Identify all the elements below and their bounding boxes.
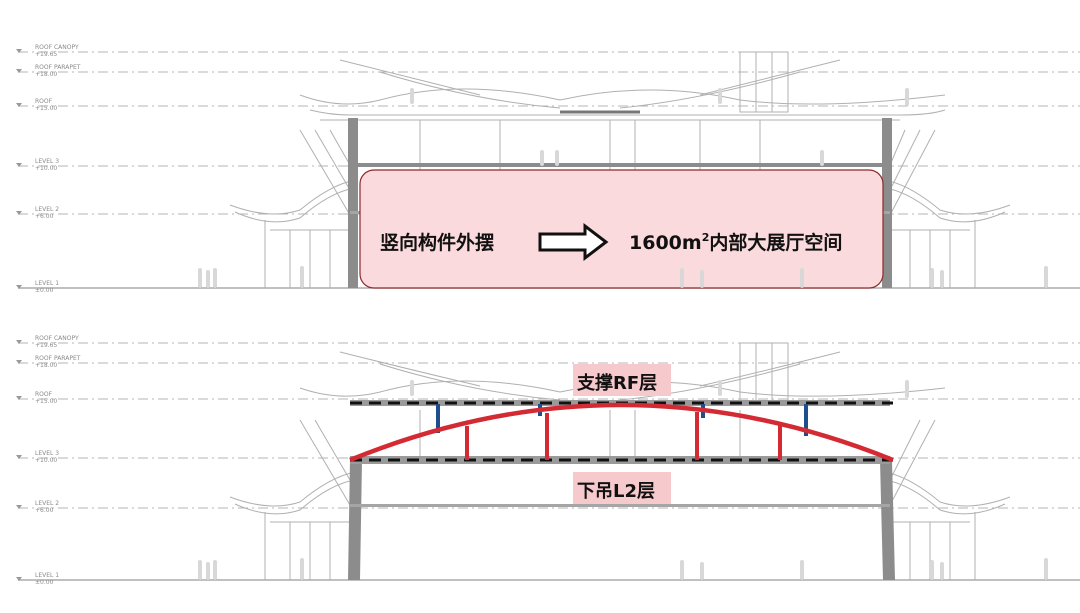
- level-elev-level1: ±0.00: [35, 287, 54, 294]
- top-people: [198, 88, 1048, 288]
- bottom-section: ROOF CANOPY +19.65 ROOF PARAPET +18.00 R…: [16, 335, 1080, 586]
- callout-right-text: 1600m2内部大展厅空间: [629, 231, 842, 254]
- level-elev-roof-canopy: +19.65: [35, 342, 57, 349]
- top-level-lines: [18, 51, 1080, 215]
- level-marker-icons: [16, 49, 22, 289]
- level-label-level2: LEVEL 2: [35, 500, 59, 507]
- level-elev-roof-parapet: +18.00: [35, 362, 57, 369]
- level-elev-roof: +15.00: [35, 398, 57, 405]
- red-arch: [349, 402, 894, 463]
- callout-right-sup: 2: [702, 231, 710, 244]
- level-elev-level2: +6.00: [35, 507, 54, 514]
- level-label-level1: LEVEL 1: [35, 572, 59, 579]
- level-elev-level3: +10.00: [35, 165, 57, 172]
- level-label-level2: LEVEL 2: [35, 206, 59, 213]
- level-label-roof: ROOF: [35, 98, 53, 105]
- level-elev-level1: ±0.00: [35, 579, 54, 586]
- callout-right-prefix: 1600m: [629, 232, 702, 254]
- bottom-people: [198, 380, 1048, 580]
- level-label-level3: LEVEL 3: [35, 450, 59, 457]
- bottom-tag: 下吊L2层: [573, 472, 671, 504]
- level-elev-level2: +6.00: [35, 213, 54, 220]
- level-elev-roof-parapet: +18.00: [35, 71, 57, 78]
- top-tag-text: 支撑RF层: [576, 372, 657, 394]
- bottom-level-labels: ROOF CANOPY +19.65 ROOF PARAPET +18.00 R…: [35, 335, 81, 586]
- red-hangers: [465, 412, 782, 460]
- blue-hangers: [436, 404, 808, 436]
- level-label-roof-canopy: ROOF CANOPY: [35, 335, 79, 342]
- bottom-level-lines: [18, 342, 1080, 509]
- level-elev-roof: +15.00: [35, 105, 57, 112]
- callout-right-suffix: 内部大展厅空间: [709, 231, 842, 254]
- level-label-roof-parapet: ROOF PARAPET: [35, 355, 81, 362]
- bottom-columns: [348, 460, 895, 580]
- level-label-roof-canopy: ROOF CANOPY: [35, 44, 79, 51]
- level-marker-icons: [16, 340, 22, 581]
- callout-left-text: 竖向构件外摆: [380, 231, 494, 254]
- level-label-level1: LEVEL 1: [35, 280, 59, 287]
- level-elev-roof-canopy: +19.65: [35, 51, 57, 58]
- level-label-roof: ROOF: [35, 391, 53, 398]
- level-label-level3: LEVEL 3: [35, 158, 59, 165]
- callout-box: [359, 169, 884, 289]
- level-label-roof-parapet: ROOF PARAPET: [35, 64, 81, 71]
- top-level-labels: ROOF CANOPY +19.65 ROOF PARAPET +18.00 R…: [35, 44, 81, 294]
- top-tag: 支撑RF层: [573, 364, 671, 396]
- right-arrow-icon: [538, 222, 609, 262]
- top-section: ROOF CANOPY +19.65 ROOF PARAPET +18.00 R…: [16, 44, 1080, 294]
- level-elev-level3: +10.00: [35, 457, 57, 464]
- bottom-tag-text: 下吊L2层: [577, 481, 655, 502]
